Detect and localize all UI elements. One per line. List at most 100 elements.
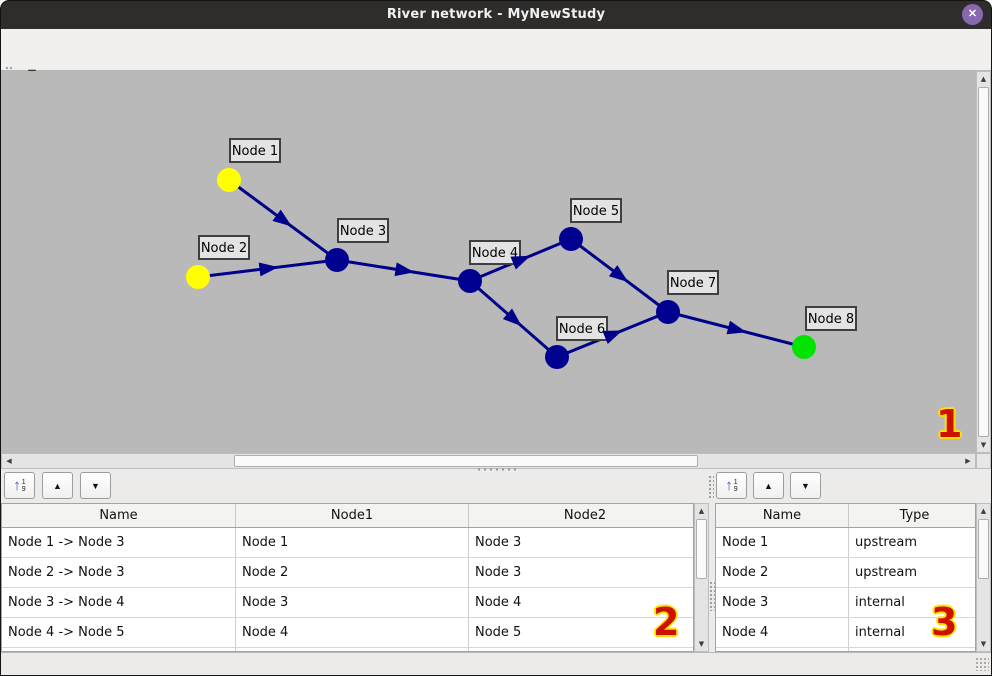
column-header[interactable]: Node1: [235, 504, 469, 528]
flow-arrow-icon: [602, 330, 623, 344]
table-cell[interactable]: Node 2: [716, 557, 849, 588]
network-node[interactable]: [656, 300, 680, 324]
resize-grip-icon[interactable]: [975, 657, 989, 671]
up-arrow-icon: ▲: [53, 480, 62, 491]
node-table-scrollbar[interactable]: ▲ ▼: [976, 503, 991, 652]
table-cell[interactable]: upstream: [848, 557, 975, 588]
annotation-number: 2: [653, 600, 680, 644]
annotation-number: 1: [936, 402, 963, 446]
edge-table-scrollbar[interactable]: ▲ ▼: [694, 503, 709, 652]
move-down-button[interactable]: ▼: [80, 472, 111, 499]
scrollbar-corner: [976, 453, 991, 469]
network-canvas[interactable]: Node 1 Node 2 Node 3 Node 4 Node 5 Node 6 Node…: [1, 71, 976, 453]
network-node[interactable]: [325, 248, 349, 272]
scroll-down-icon[interactable]: ▼: [698, 640, 705, 648]
river-network-diagram: Node 1 Node 2 Node 3 Node 4 Node 5 Node 6 Node…: [186, 138, 857, 369]
table-cell[interactable]: Node 5: [468, 617, 693, 648]
network-node[interactable]: [792, 335, 816, 359]
table-cell[interactable]: Node 3: [716, 587, 849, 618]
table-cell[interactable]: upstream: [848, 527, 975, 558]
vertical-scroll-thumb[interactable]: [696, 519, 707, 579]
canvas-horizontal-scrollbar[interactable]: ◀ ▶: [1, 453, 976, 469]
table-cell[interactable]: Node 2 -> Node 3: [2, 557, 236, 588]
network-node[interactable]: [559, 227, 583, 251]
move-up-button[interactable]: ▲: [42, 472, 73, 499]
table-cell[interactable]: Node 4 -> Node 5: [2, 617, 236, 648]
table-cell[interactable]: Node 3 -> Node 4: [2, 587, 236, 618]
scroll-down-icon[interactable]: ▼: [980, 640, 987, 648]
scroll-left-icon[interactable]: ◀: [6, 457, 12, 465]
flow-arrow-icon: [726, 320, 747, 335]
window-title: River network - MyNewStudy: [386, 7, 606, 22]
table-cell[interactable]: Node 4: [468, 587, 693, 618]
flow-arrow-icon: [608, 265, 629, 283]
flow-arrow-icon: [502, 308, 522, 327]
scroll-right-icon[interactable]: ▶: [965, 457, 971, 465]
column-header[interactable]: Node2: [468, 504, 693, 528]
status-strip: [1, 652, 991, 676]
scroll-up-icon[interactable]: ▲: [980, 507, 987, 515]
table-cell[interactable]: Node 3: [468, 557, 693, 588]
network-node[interactable]: [458, 269, 482, 293]
vertical-scroll-thumb[interactable]: [978, 519, 989, 579]
node-label: Node 5: [570, 198, 622, 223]
table-cell[interactable]: Node 3: [235, 587, 469, 618]
flow-arrow-icon: [510, 255, 531, 270]
column-header[interactable]: Name: [2, 504, 236, 528]
horizontal-scroll-thumb[interactable]: [234, 455, 698, 467]
table-cell[interactable]: Node 1: [235, 527, 469, 558]
svg-text:Node 1: Node 1: [232, 144, 278, 159]
table-cell[interactable]: Node 4: [716, 617, 849, 648]
flow-arrow-icon: [394, 262, 415, 277]
main-toolbar: [1, 29, 991, 92]
svg-text:Node 6: Node 6: [559, 322, 605, 337]
table-cell[interactable]: Node 4: [235, 617, 469, 648]
table-cell[interactable]: Node 1 -> Node 3: [2, 527, 236, 558]
close-button[interactable]: ✕: [962, 4, 983, 25]
splitter-handle[interactable]: [478, 467, 516, 472]
column-header[interactable]: Name: [716, 504, 849, 528]
network-node[interactable]: [186, 265, 210, 289]
move-up-button[interactable]: ▲: [753, 472, 784, 499]
down-arrow-icon: ▼: [91, 480, 100, 491]
table-cell[interactable]: internal: [848, 587, 975, 618]
svg-text:Node 3: Node 3: [340, 224, 386, 239]
table-cell[interactable]: Node 2: [235, 557, 469, 588]
scroll-up-icon[interactable]: ▲: [698, 507, 705, 515]
network-node[interactable]: [545, 345, 569, 369]
table-splitter-grip[interactable]: [709, 581, 715, 611]
node-label: Node 7: [667, 270, 719, 295]
flow-arrow-icon: [272, 209, 292, 227]
scroll-up-icon[interactable]: ▲: [980, 75, 987, 83]
table-cell[interactable]: internal: [848, 617, 975, 648]
svg-text:Node 4: Node 4: [472, 246, 518, 261]
toolbar-grip[interactable]: [708, 475, 714, 499]
svg-text:Node 2: Node 2: [201, 241, 247, 256]
column-header[interactable]: Type: [848, 504, 975, 528]
vertical-scroll-thumb[interactable]: [978, 87, 989, 437]
canvas-vertical-scrollbar[interactable]: ▲ ▼: [976, 71, 991, 453]
node-label: Node 6: [556, 316, 608, 341]
network-node[interactable]: [217, 168, 241, 192]
up-arrow-icon: ▲: [764, 480, 773, 491]
scroll-down-icon[interactable]: ▼: [980, 441, 987, 449]
move-down-button[interactable]: ▼: [790, 472, 821, 499]
node-label: Node 4: [469, 240, 521, 265]
table-cell[interactable]: Node 1: [716, 527, 849, 558]
table-cell[interactable]: Node 3: [468, 527, 693, 558]
